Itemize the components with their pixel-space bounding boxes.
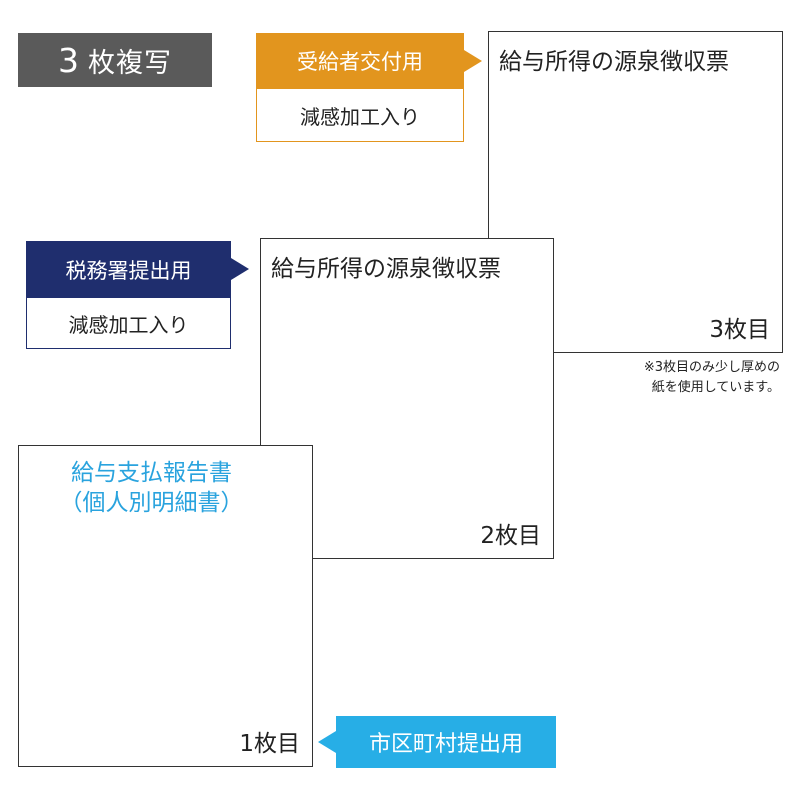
sheet-1-count: 1枚目 (239, 731, 300, 757)
sheet-3-count: 3枚目 (709, 317, 770, 343)
copies-badge-text: 枚複写 (88, 47, 172, 79)
thickness-note: ※3枚目のみ少し厚めの 紙を使用しています。 (560, 358, 780, 398)
copies-badge-number: 3 (58, 40, 80, 80)
sheet-1-title: 給与支払報告書 （個人別明細書） (19, 458, 284, 518)
municipality-tag-label: 市区町村提出用 (336, 716, 556, 768)
sheet-2-title: 給与所得の源泉徴収票 (271, 256, 501, 282)
sheet-1-title-line2: （個人別明細書） (59, 490, 244, 516)
sheet-1-title-line1: 給与支払報告書 (71, 460, 232, 486)
sheet-3-title: 給与所得の源泉徴収票 (499, 49, 729, 75)
recipient-arrow-icon (464, 50, 482, 72)
sheet-2-count: 2枚目 (480, 523, 541, 549)
copies-badge: 3 枚複写 (18, 33, 212, 87)
recipient-tag-label: 受給者交付用 (256, 33, 464, 89)
thickness-note-line2: 紙を使用しています。 (651, 380, 780, 395)
sheet-1: 給与支払報告書 （個人別明細書） 1枚目 (18, 445, 313, 767)
tax-office-arrow-icon (231, 258, 249, 280)
thickness-note-line1: ※3枚目のみ少し厚めの (643, 360, 780, 375)
recipient-tag-sub: 減感加工入り (256, 89, 464, 142)
tax-office-tag-sub: 減感加工入り (26, 298, 231, 349)
tax-office-tag-label: 税務署提出用 (26, 241, 231, 298)
municipality-arrow-icon (318, 731, 336, 753)
